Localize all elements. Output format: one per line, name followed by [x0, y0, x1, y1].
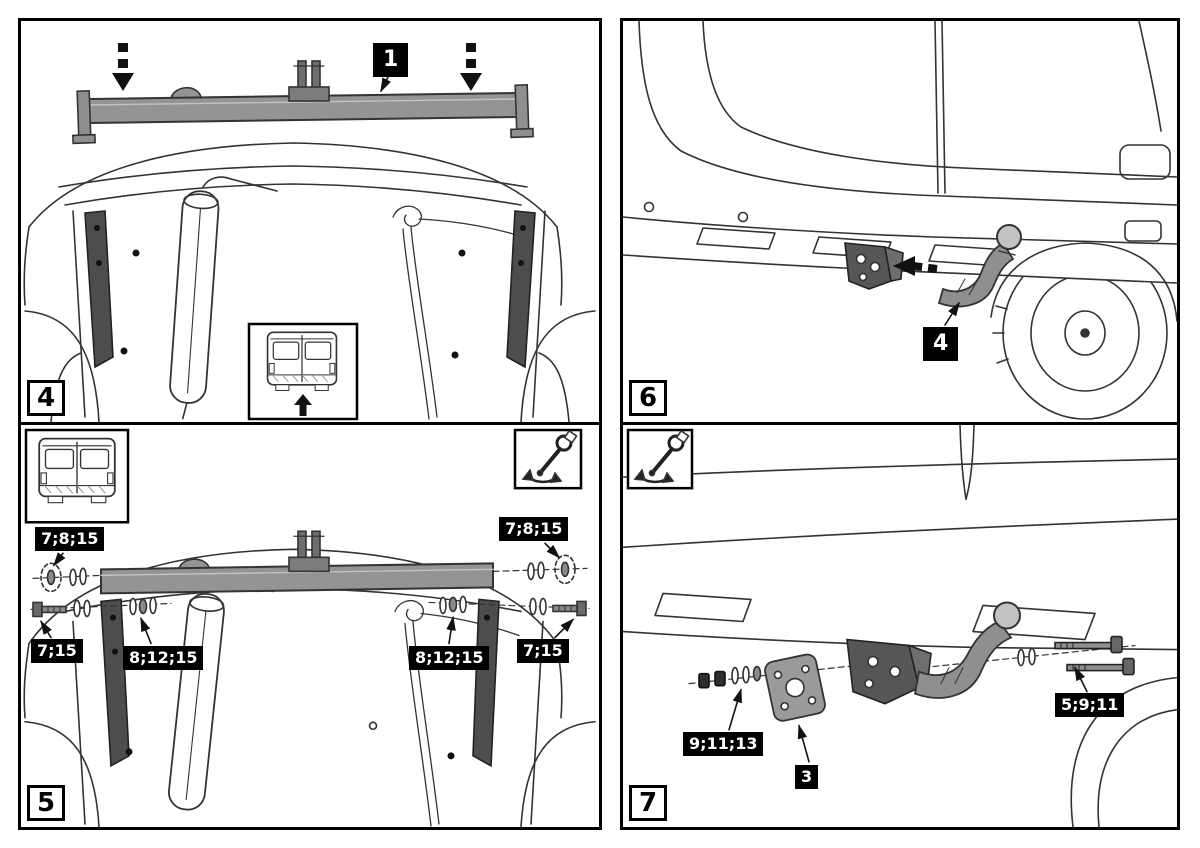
- callout-leader: [380, 74, 392, 93]
- panel-step-6: 4 6: [620, 18, 1180, 425]
- muffler: [168, 578, 274, 811]
- van-rear-inset: [247, 322, 359, 421]
- hitch-bracket: [846, 638, 932, 705]
- mounting-plate: [764, 653, 826, 722]
- hitch-bracket: [844, 242, 904, 290]
- vehicle-rear-body: [623, 425, 1177, 827]
- callout-mid-left: 8;12;15: [123, 646, 204, 670]
- van-rear-inset: [24, 428, 130, 524]
- callout-leader: [944, 301, 960, 326]
- towball-neck: [913, 601, 1021, 699]
- muffler: [169, 176, 278, 420]
- step-number-6: 6: [629, 380, 667, 416]
- step4-drawing: [23, 43, 596, 422]
- crossbar: [100, 530, 494, 595]
- hex-bolt: [1066, 657, 1135, 676]
- callout-upper-right: 7;8;15: [499, 517, 569, 541]
- callout-bolts: 5;9;11: [1055, 693, 1125, 717]
- hex-bolt: [1054, 635, 1123, 654]
- callout-leaders: [40, 542, 575, 645]
- step6-drawing: [623, 21, 1177, 420]
- callout-lower-right: 7;15: [517, 639, 569, 663]
- callout-plate-part-3: 3: [795, 765, 819, 789]
- step-number-5: 5: [27, 785, 65, 821]
- torque-wrench-box: [626, 428, 694, 490]
- hex-bolt: [32, 601, 67, 618]
- wheel-arch: [990, 242, 1177, 322]
- upper-right-fasteners: [527, 554, 576, 585]
- lower-left-fasteners: [32, 596, 157, 618]
- callout-leaders: [728, 666, 1088, 763]
- callout-nuts: 9;11;13: [683, 732, 764, 756]
- crossbar: [72, 60, 534, 145]
- vehicle-rear-body: [638, 21, 1177, 223]
- insert-arrow: [893, 256, 938, 276]
- step-number-7: 7: [629, 785, 667, 821]
- step7-drawing: [623, 425, 1177, 827]
- side-mounting-brackets: [84, 210, 536, 369]
- nuts-washers-left: [698, 665, 762, 689]
- bumper-mask: [623, 21, 1177, 283]
- end-plates: [72, 83, 534, 145]
- panel-step-7: 9;11;13 3 5;9;11 7: [620, 425, 1180, 830]
- side-mounting-brackets: [100, 598, 500, 768]
- callout-mid-right: 8;12;15: [409, 646, 490, 670]
- fuel-lines: [392, 205, 518, 420]
- step-number-4: 4: [27, 380, 65, 416]
- bracket-bolts: [94, 225, 526, 359]
- torque-wrench-box: [513, 428, 583, 490]
- callout-towball-part-4: 4: [923, 327, 959, 361]
- hex-bolt: [552, 600, 587, 617]
- rear-wheel: [992, 246, 1168, 420]
- callout-upper-left: 7;8;15: [35, 527, 105, 551]
- panel-step-5: 7;8;15 7;8;15 7;15 7;15 8;12;15 8;12;15 …: [18, 425, 602, 830]
- fuel-lines: [394, 600, 520, 827]
- up-arrow-icon: [294, 394, 312, 416]
- callout-lower-left: 7;15: [31, 639, 83, 663]
- bracket-bolts: [110, 614, 490, 760]
- bolts-washers-right: [1017, 635, 1135, 676]
- step5-drawing: [23, 428, 596, 827]
- press-down-arrows: [112, 43, 482, 91]
- callout-crossbar-part-1: 1: [373, 43, 409, 77]
- vehicle-underbody-outline: [23, 142, 596, 422]
- lower-right-fasteners: [439, 595, 587, 617]
- towball-hook: [937, 224, 1022, 308]
- panel-step-4: 1 4: [18, 18, 602, 425]
- upper-left-fasteners: [40, 562, 87, 593]
